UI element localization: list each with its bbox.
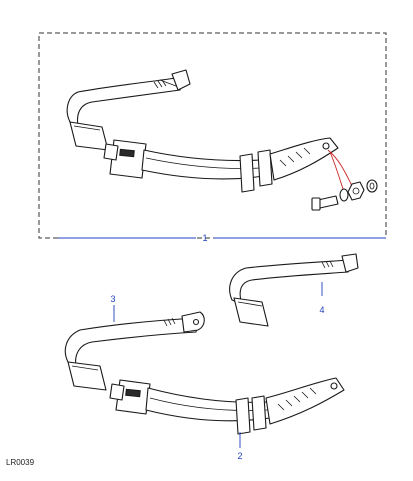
lower-strap xyxy=(145,387,271,422)
seat-belt-assembly-lower xyxy=(64,311,345,435)
adjuster-buckle xyxy=(235,397,251,435)
callout-2: 2 xyxy=(237,451,242,461)
bolt xyxy=(317,195,339,209)
upper-strap-tongue xyxy=(67,361,107,391)
kit-buckle-receiver xyxy=(109,139,147,179)
fixing-hardware xyxy=(311,149,378,211)
short-strap-tongue xyxy=(233,297,269,327)
kit-upper-strap xyxy=(66,76,184,127)
nut xyxy=(347,181,365,201)
buckle-receiver xyxy=(115,379,151,415)
short-strap-anchor xyxy=(341,253,359,273)
short-strap-with-tongue xyxy=(229,253,359,327)
callout-4: 4 xyxy=(319,305,324,315)
kit-adjuster-buckle xyxy=(239,153,255,193)
fixing-leader-lines xyxy=(327,149,353,193)
end-anchor-plate xyxy=(265,377,345,425)
washer xyxy=(366,179,378,193)
short-strap xyxy=(229,259,351,305)
callout-3: 3 xyxy=(110,294,115,304)
upper-strap xyxy=(64,317,199,367)
kit-boundary-box xyxy=(38,32,387,239)
kit-top-anchor-plate xyxy=(171,69,191,91)
kit-end-anchor-plate xyxy=(269,137,339,181)
leader-lines xyxy=(58,237,386,448)
spacer xyxy=(339,188,349,202)
callout-1: 1 xyxy=(202,233,207,243)
diagram-reference-code: LR0039 xyxy=(6,458,35,467)
seat-belt-assembly-kit xyxy=(66,69,339,193)
